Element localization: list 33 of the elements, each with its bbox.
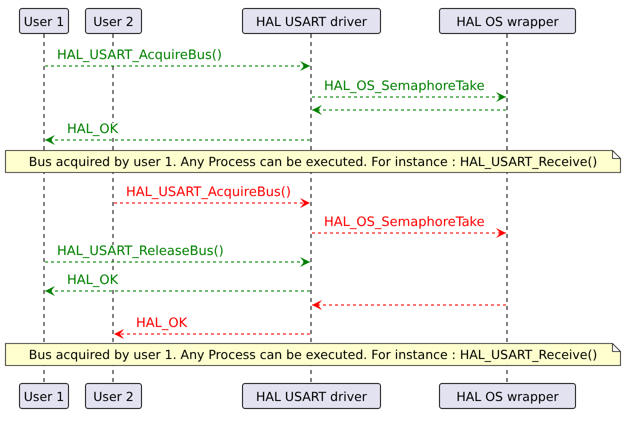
- lifeline: [310, 34, 312, 383]
- participant-box: User 1: [19, 8, 69, 34]
- message-label: HAL_OK: [66, 123, 120, 137]
- message-arrow: [312, 92, 506, 102]
- message-label: HAL_OK: [66, 274, 120, 288]
- message-label: HAL_USART_ReleaseBus(): [56, 245, 225, 259]
- message-label: HAL_OS_SemaphoreTake: [323, 216, 486, 230]
- message-arrow: [114, 198, 310, 208]
- message-arrow: [44, 61, 310, 71]
- note-text: Bus acquired by user 1. Any Process can be executed. For instance : HAL_USART_Receive(): [28, 347, 598, 362]
- message-arrow: [312, 105, 506, 115]
- message-arrow: [44, 257, 310, 267]
- message-arrow: [44, 286, 310, 296]
- participant-box: HAL USART driver: [242, 383, 381, 409]
- message-arrow: [44, 135, 310, 145]
- participant-box: HAL USART driver: [242, 8, 381, 34]
- participant-box: User 1: [19, 383, 69, 409]
- participant-box: HAL OS wrapper: [439, 8, 576, 34]
- participant-box: HAL OS wrapper: [439, 383, 576, 409]
- note-text: Bus acquired by user 1. Any Process can be executed. For instance : HAL_USART_Receive(): [28, 154, 598, 169]
- note-box: [5, 150, 621, 173]
- lifeline: [506, 34, 508, 383]
- message-label: HAL_USART_AcquireBus(): [125, 186, 292, 200]
- message-arrow: [114, 329, 310, 339]
- lifeline: [43, 34, 45, 383]
- message-label: HAL_OS_SemaphoreTake: [323, 80, 486, 94]
- message-arrow: [312, 300, 506, 310]
- message-label: HAL_OK: [135, 317, 188, 331]
- note-box: [5, 343, 621, 366]
- message-label: HAL_USART_AcquireBus(): [56, 49, 223, 63]
- participant-box: User 2: [85, 383, 142, 409]
- participant-box: User 2: [85, 8, 142, 34]
- message-arrow: [312, 228, 506, 238]
